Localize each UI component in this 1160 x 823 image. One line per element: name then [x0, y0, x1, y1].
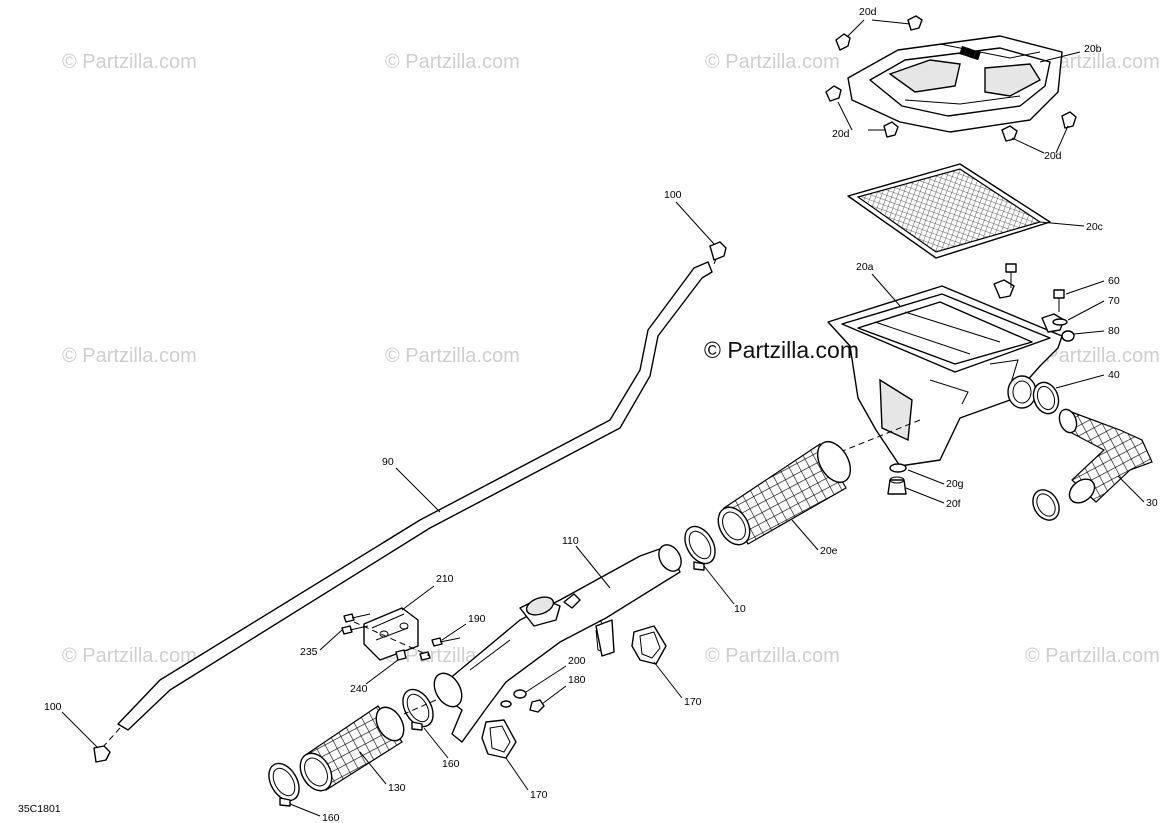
intake-boot — [299, 705, 405, 792]
callout-label: 20c — [1086, 221, 1103, 233]
watermark: © Partzilla.com — [1025, 645, 1160, 667]
callout-label: 180 — [568, 674, 586, 686]
hose-clamp — [1032, 381, 1060, 415]
callout-label: 30 — [1146, 497, 1158, 509]
hose-clamp — [402, 688, 434, 731]
watermark: © Partzilla.com — [62, 645, 197, 667]
callout-label: 200 — [568, 655, 586, 667]
vent-hose — [101, 253, 719, 749]
intake-duct — [433, 544, 682, 743]
watermark: © Partzilla.com — [385, 345, 520, 367]
callout-label: 160 — [322, 812, 340, 823]
callout-label: 20a — [856, 261, 874, 273]
gasket — [481, 625, 667, 759]
bolt — [1005, 263, 1075, 342]
callout-label: 110 — [562, 535, 579, 547]
watermark: © Partzilla.com — [385, 51, 520, 73]
callout-label: 100 — [44, 701, 62, 713]
cover-clip — [825, 15, 1077, 142]
callout-label: 130 — [388, 782, 406, 794]
air-filter — [847, 163, 1051, 259]
hose-clamp — [684, 525, 716, 571]
mounting-bracket — [363, 607, 419, 661]
callout-label: 20d — [832, 128, 850, 140]
nut — [500, 689, 545, 713]
callout-label: 60 — [1108, 275, 1120, 287]
callout-label: 20g — [946, 478, 964, 490]
watermark: © Partzilla.com — [62, 345, 197, 367]
callout-label: 210 — [436, 573, 454, 585]
figure-code: 35C1801 — [18, 803, 61, 815]
callout-label: 20e — [820, 545, 838, 557]
callout-label: 10 — [734, 603, 746, 615]
airbox-base — [827, 279, 1065, 467]
screw — [341, 613, 461, 661]
callout-label: 160 — [442, 758, 460, 770]
hose-clip — [93, 241, 727, 763]
callout-label: 190 — [468, 613, 486, 625]
watermark: © Partzilla.com — [1025, 345, 1160, 367]
intake-elbow — [1032, 408, 1153, 521]
intake-boot — [717, 441, 852, 546]
watermark: © Partzilla.com — [705, 51, 840, 73]
drain-valve — [887, 463, 907, 495]
callout-label: 20d — [859, 6, 877, 18]
callout-label: 20f — [946, 498, 961, 510]
watermark: © Partzilla.com — [62, 51, 197, 73]
callout-label: 80 — [1108, 325, 1120, 337]
hose-clamp — [268, 762, 300, 807]
callout-label: 235 — [300, 646, 318, 658]
watermark: © Partzilla.com — [705, 645, 840, 667]
callout-label: 100 — [664, 189, 682, 201]
callout-label: 170 — [684, 696, 702, 708]
airbox-cover: ████ — [847, 35, 1063, 133]
callout-label: 40 — [1108, 369, 1120, 381]
callout-label: 20d — [1044, 150, 1062, 162]
callout-label: 170 — [530, 789, 548, 801]
callout-label: 90 — [382, 456, 394, 468]
callout-label: 70 — [1108, 295, 1120, 307]
center-watermark: © Partzilla.com — [704, 337, 859, 363]
callout-label: 20b — [1084, 43, 1102, 55]
callout-label: 240 — [350, 683, 368, 695]
